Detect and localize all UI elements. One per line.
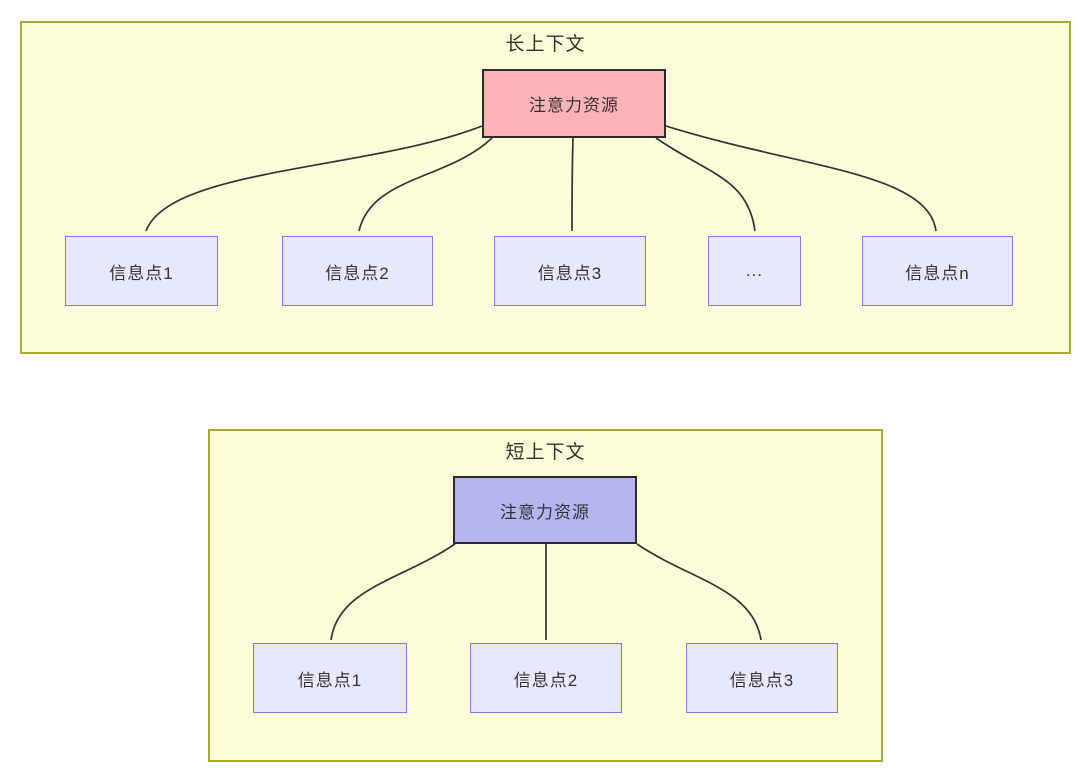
short-context-title: 短上下文 <box>505 442 586 463</box>
short-info-box-1: 信息点1 <box>253 643 407 713</box>
long-info-box-n: 信息点n <box>862 236 1013 306</box>
long-info-box-3: 信息点3 <box>494 236 646 306</box>
long-info-box-1: 信息点1 <box>65 236 218 306</box>
short-info-box-2: 信息点2 <box>470 643 622 713</box>
long-attention-box: 注意力资源 <box>482 69 666 138</box>
long-info-box-2: 信息点2 <box>282 236 433 306</box>
long-info-box-ellipsis: ... <box>708 236 801 306</box>
long-context-title: 长上下文 <box>505 34 586 55</box>
short-info-box-3: 信息点3 <box>686 643 838 713</box>
short-attention-box: 注意力资源 <box>453 476 637 544</box>
